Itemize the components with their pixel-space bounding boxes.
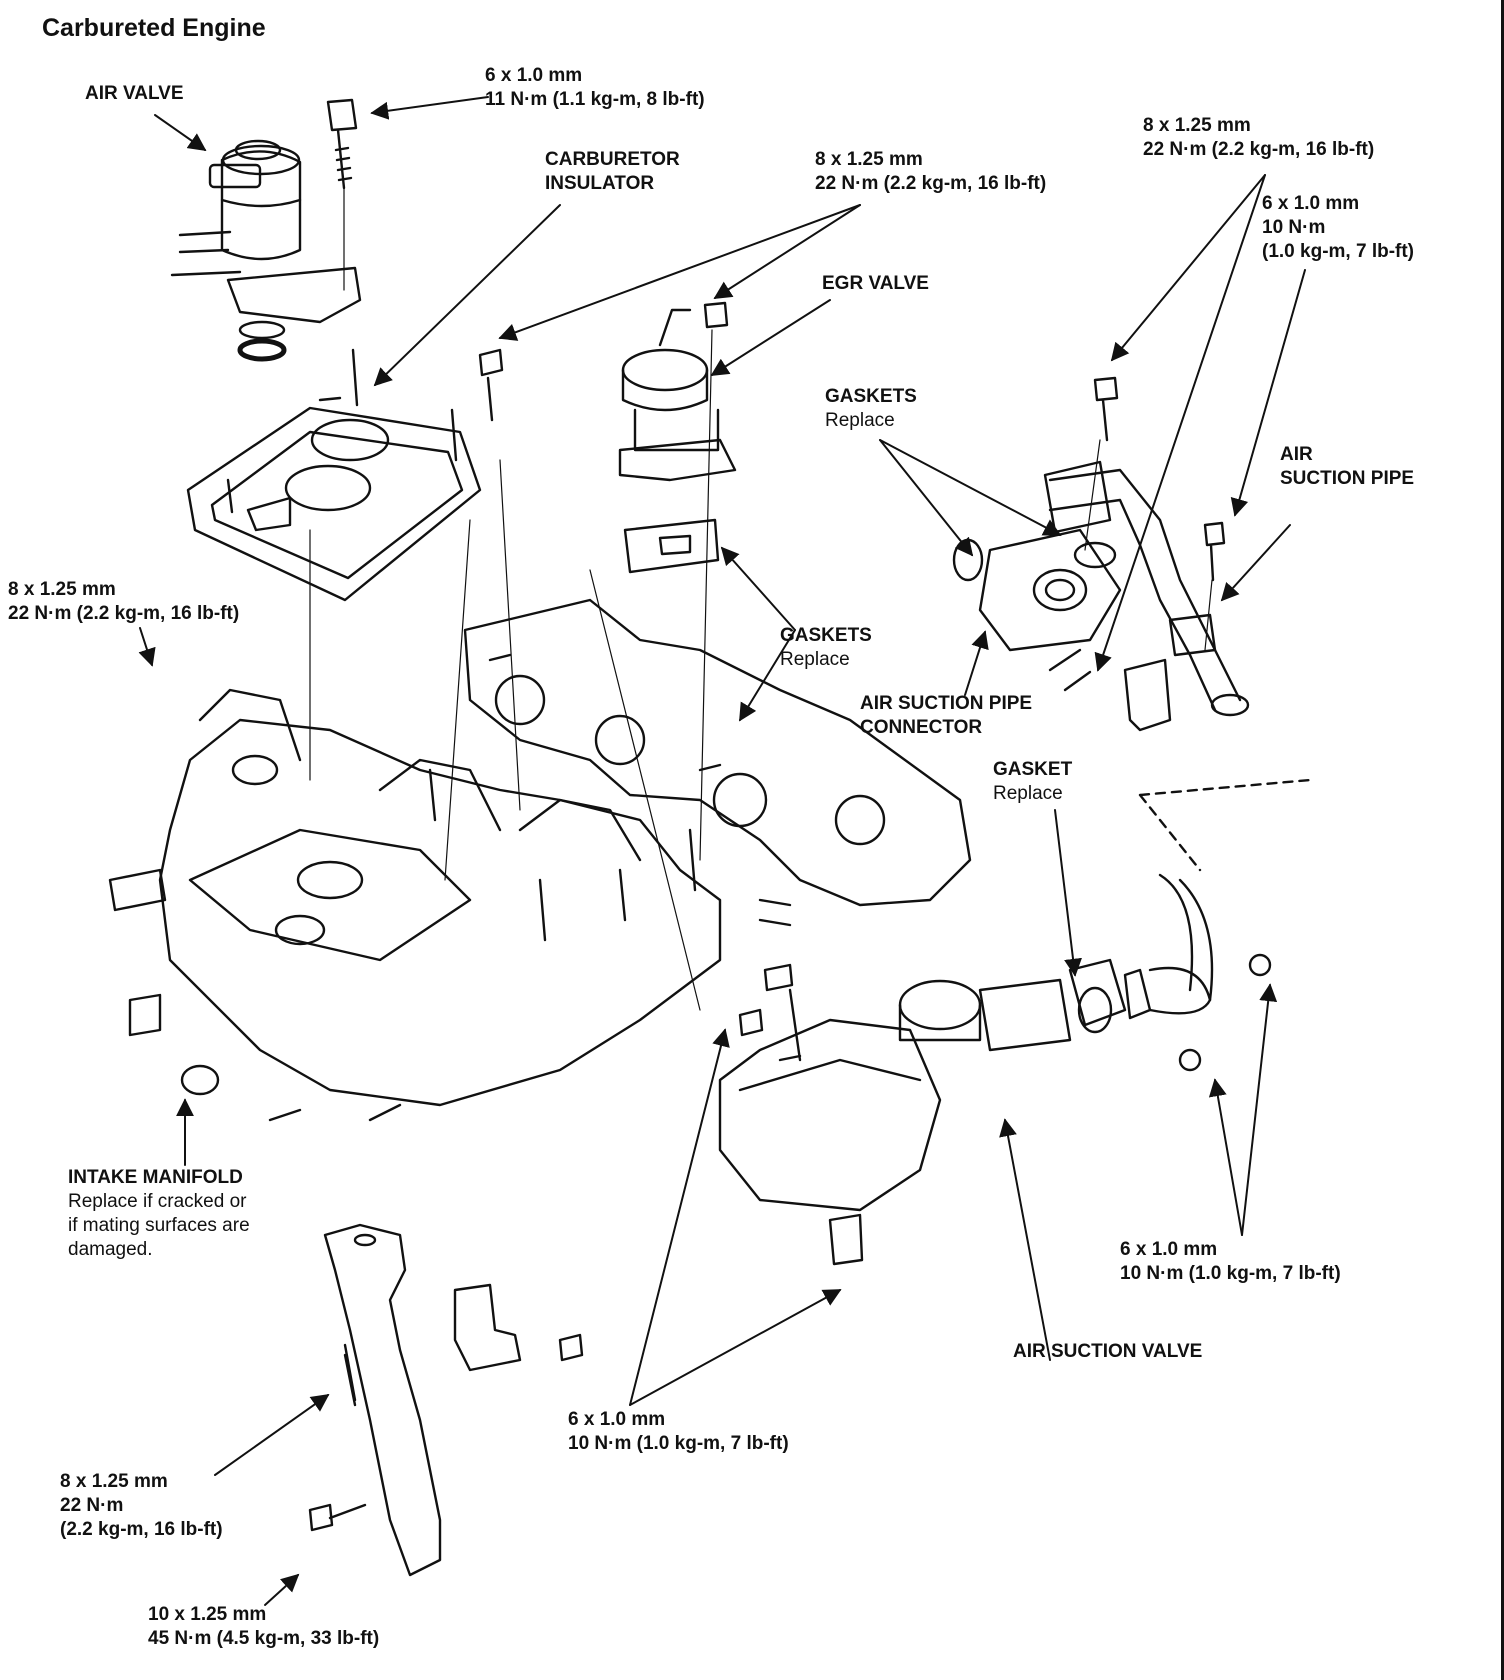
bolt-lines (758, 898, 792, 927)
alignment-lines (309, 187, 1213, 1011)
air-suction-pipe-part (1043, 460, 1250, 717)
intake-manifold-part (108, 688, 722, 1122)
label-egr-valve: EGR VALVE (822, 273, 929, 294)
air-suction-valve-part (718, 873, 1272, 1266)
bracket-part (308, 1223, 584, 1577)
egr-nuts (478, 301, 729, 422)
intake-gasket-plate (463, 598, 972, 907)
break-line (1138, 778, 1312, 872)
air-valve-bolt (326, 98, 358, 190)
page-title: Carbureted Engine (42, 14, 266, 42)
leader-arrows (138, 96, 1306, 1606)
page-edge-rule (1501, 0, 1504, 1680)
carburetor-insulator-part (186, 348, 482, 602)
pipe-connector-part (952, 376, 1226, 732)
egr-valve-part (618, 308, 737, 574)
label-air-suction-valve: AIR SUCTION VALVE (1013, 1341, 1203, 1362)
label-air-valve: AIR VALVE (85, 83, 184, 104)
air-valve-part (170, 139, 362, 362)
